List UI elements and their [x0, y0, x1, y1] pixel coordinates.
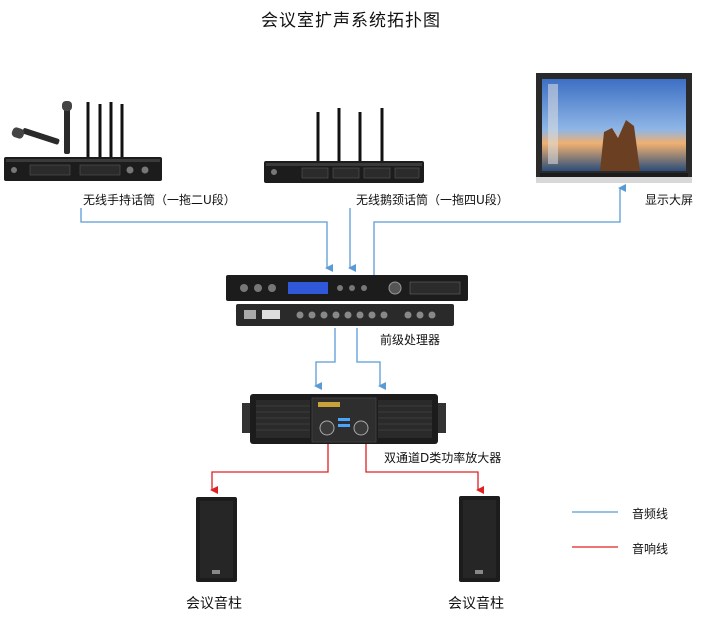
handheld-mic-receiver [4, 102, 162, 181]
diagram-title: 会议室扩声系统拓扑图 [261, 11, 441, 31]
audio-line-processor-amp-right [356, 328, 386, 390]
speaker-right [459, 496, 500, 582]
display-screen-label: 显示大屏 [645, 193, 694, 207]
speaker-left-label: 会议音柱 [186, 596, 242, 612]
amplifier-label: 双通道D类功率放大器 [384, 451, 502, 465]
gooseneck-mic-receiver [264, 108, 424, 183]
handheld-mic-label: 无线手持话筒（一拖二U段） [83, 193, 236, 207]
handheld-microphones [11, 101, 72, 154]
audio-line-handheld [80, 208, 333, 272]
legend-audio-label: 音频线 [632, 507, 669, 521]
display-screen [536, 73, 692, 183]
speaker-left [196, 497, 237, 582]
audio-line-processor-amp-left [314, 328, 336, 390]
front-processor [226, 275, 468, 326]
speaker-line-left [210, 444, 329, 494]
speaker-line-right [365, 444, 484, 494]
processor-label: 前级处理器 [380, 333, 441, 347]
gooseneck-mic-label: 无线鹅颈话筒（一拖四U段） [356, 193, 509, 207]
speaker-right-label: 会议音柱 [448, 596, 504, 612]
audio-line-screen [373, 184, 626, 275]
power-amplifier [242, 394, 446, 444]
legend-speaker-label: 音响线 [632, 542, 669, 556]
